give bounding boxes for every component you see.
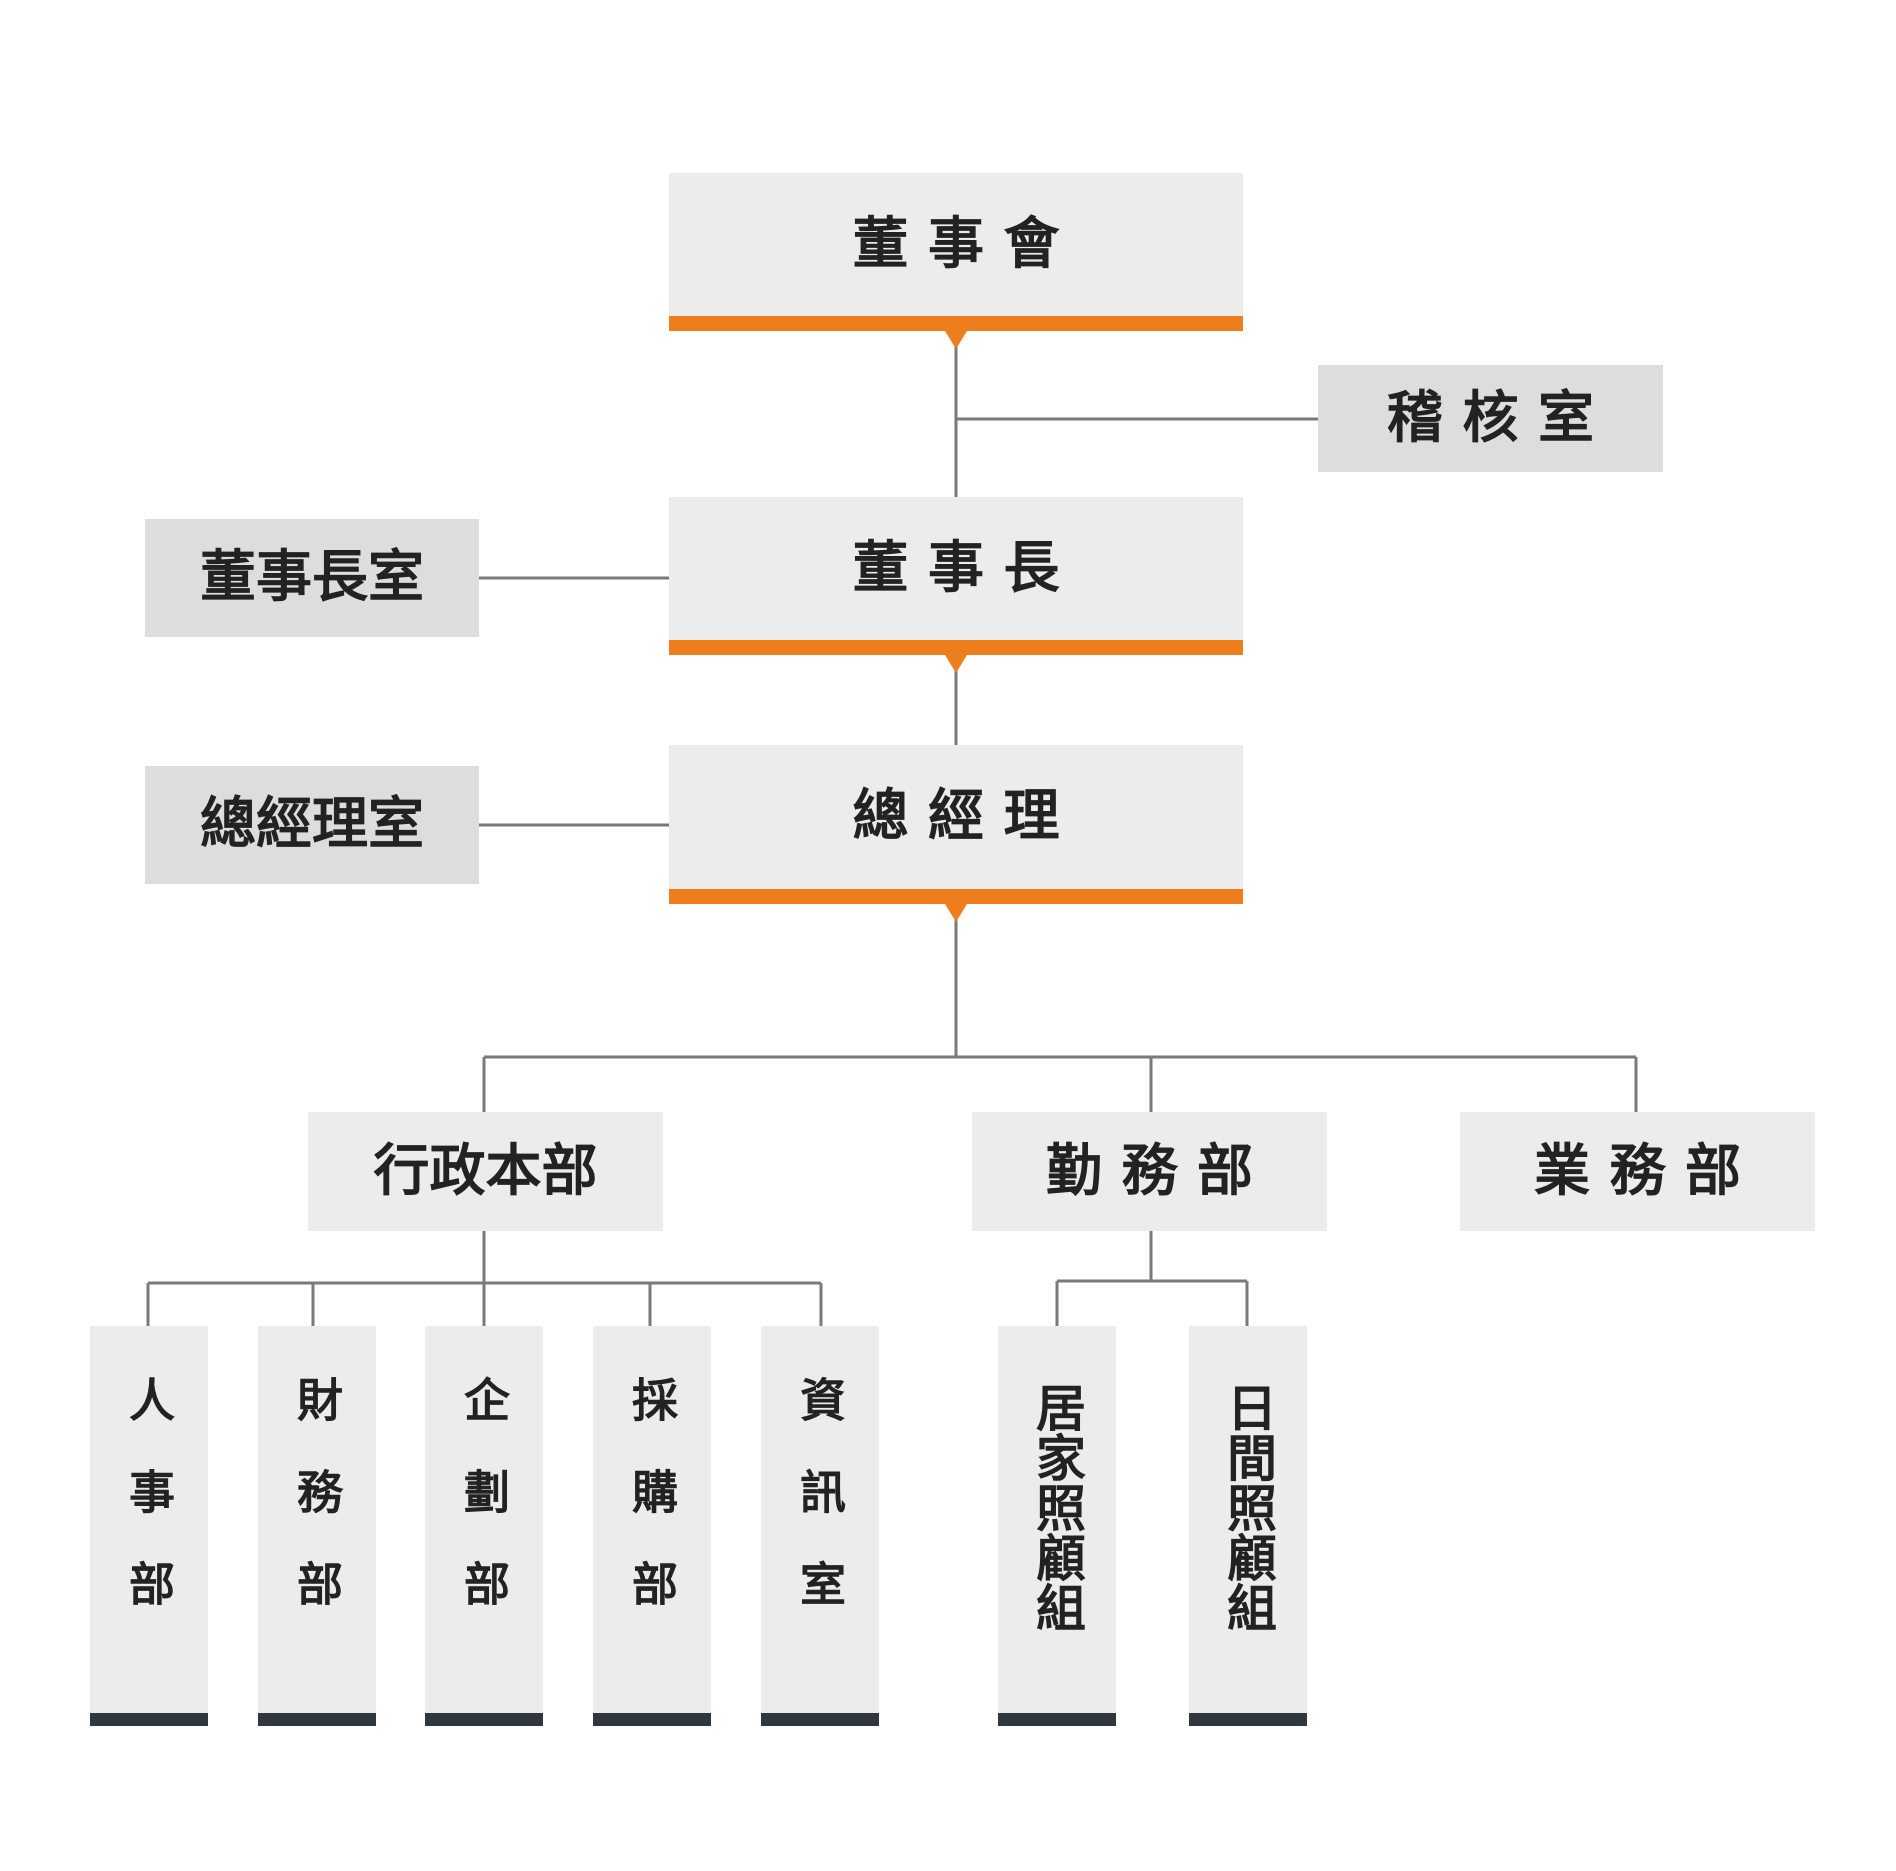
- unit-day-care-box: 日間照顧組: [1189, 1326, 1307, 1713]
- chairman-pointer: [945, 655, 967, 673]
- unit-purchasing-box: 採 購 部: [593, 1326, 711, 1713]
- unit-planning-box: 企 劃 部: [425, 1326, 543, 1713]
- gm-box: 總 經 理: [669, 745, 1243, 889]
- unit-planning-bar: [425, 1713, 543, 1726]
- gm-label: 總 經 理: [852, 784, 1060, 849]
- chairman-office-box: 董事長室: [145, 519, 479, 637]
- audit-office-box: 稽 核 室: [1318, 365, 1663, 472]
- unit-it-box: 資 訊 室: [761, 1326, 879, 1713]
- unit-home-care-box: 居家照顧組: [998, 1326, 1116, 1713]
- division-service-box: 勤 務 部: [972, 1112, 1327, 1231]
- unit-finance-bar: [258, 1713, 376, 1726]
- board-pointer: [945, 331, 967, 349]
- division-sales-box: 業 務 部: [1460, 1112, 1815, 1231]
- gm-office-label: 總經理室: [200, 792, 424, 857]
- unit-hr-box: 人 事 部: [90, 1326, 208, 1713]
- division-service-label: 勤 務 部: [1046, 1138, 1253, 1204]
- unit-it-bar: [761, 1713, 879, 1726]
- unit-purchasing-bar: [593, 1713, 711, 1726]
- chairman-box: 董 事 長: [669, 497, 1243, 640]
- unit-finance-box: 財 務 部: [258, 1326, 376, 1713]
- board-box: 董 事 會: [669, 173, 1243, 316]
- unit-day-care-label: 日間照顧組: [1219, 1382, 1277, 1632]
- unit-it-label: 資 訊 室: [793, 1376, 847, 1606]
- division-sales-label: 業 務 部: [1534, 1138, 1741, 1204]
- unit-day-care-bar: [1189, 1713, 1307, 1726]
- board-accent-bar: [669, 316, 1243, 331]
- division-admin-box: 行政本部: [308, 1112, 663, 1231]
- chairman-label: 董 事 長: [852, 535, 1060, 601]
- unit-purchasing-label: 採 購 部: [625, 1376, 679, 1606]
- unit-home-care-label: 居家照顧組: [1028, 1382, 1086, 1632]
- unit-planning-label: 企 劃 部: [457, 1376, 511, 1606]
- unit-finance-label: 財 務 部: [290, 1376, 344, 1606]
- gm-accent-bar: [669, 889, 1243, 904]
- board-label: 董 事 會: [852, 211, 1060, 277]
- gm-pointer: [945, 904, 967, 922]
- division-admin-label: 行政本部: [373, 1138, 598, 1204]
- unit-hr-bar: [90, 1713, 208, 1726]
- chairman-office-label: 董事長室: [200, 545, 424, 610]
- unit-hr-label: 人 事 部: [122, 1376, 176, 1606]
- chairman-accent-bar: [669, 640, 1243, 655]
- gm-office-box: 總經理室: [145, 766, 479, 884]
- audit-office-label: 稽 核 室: [1387, 385, 1594, 451]
- unit-home-care-bar: [998, 1713, 1116, 1726]
